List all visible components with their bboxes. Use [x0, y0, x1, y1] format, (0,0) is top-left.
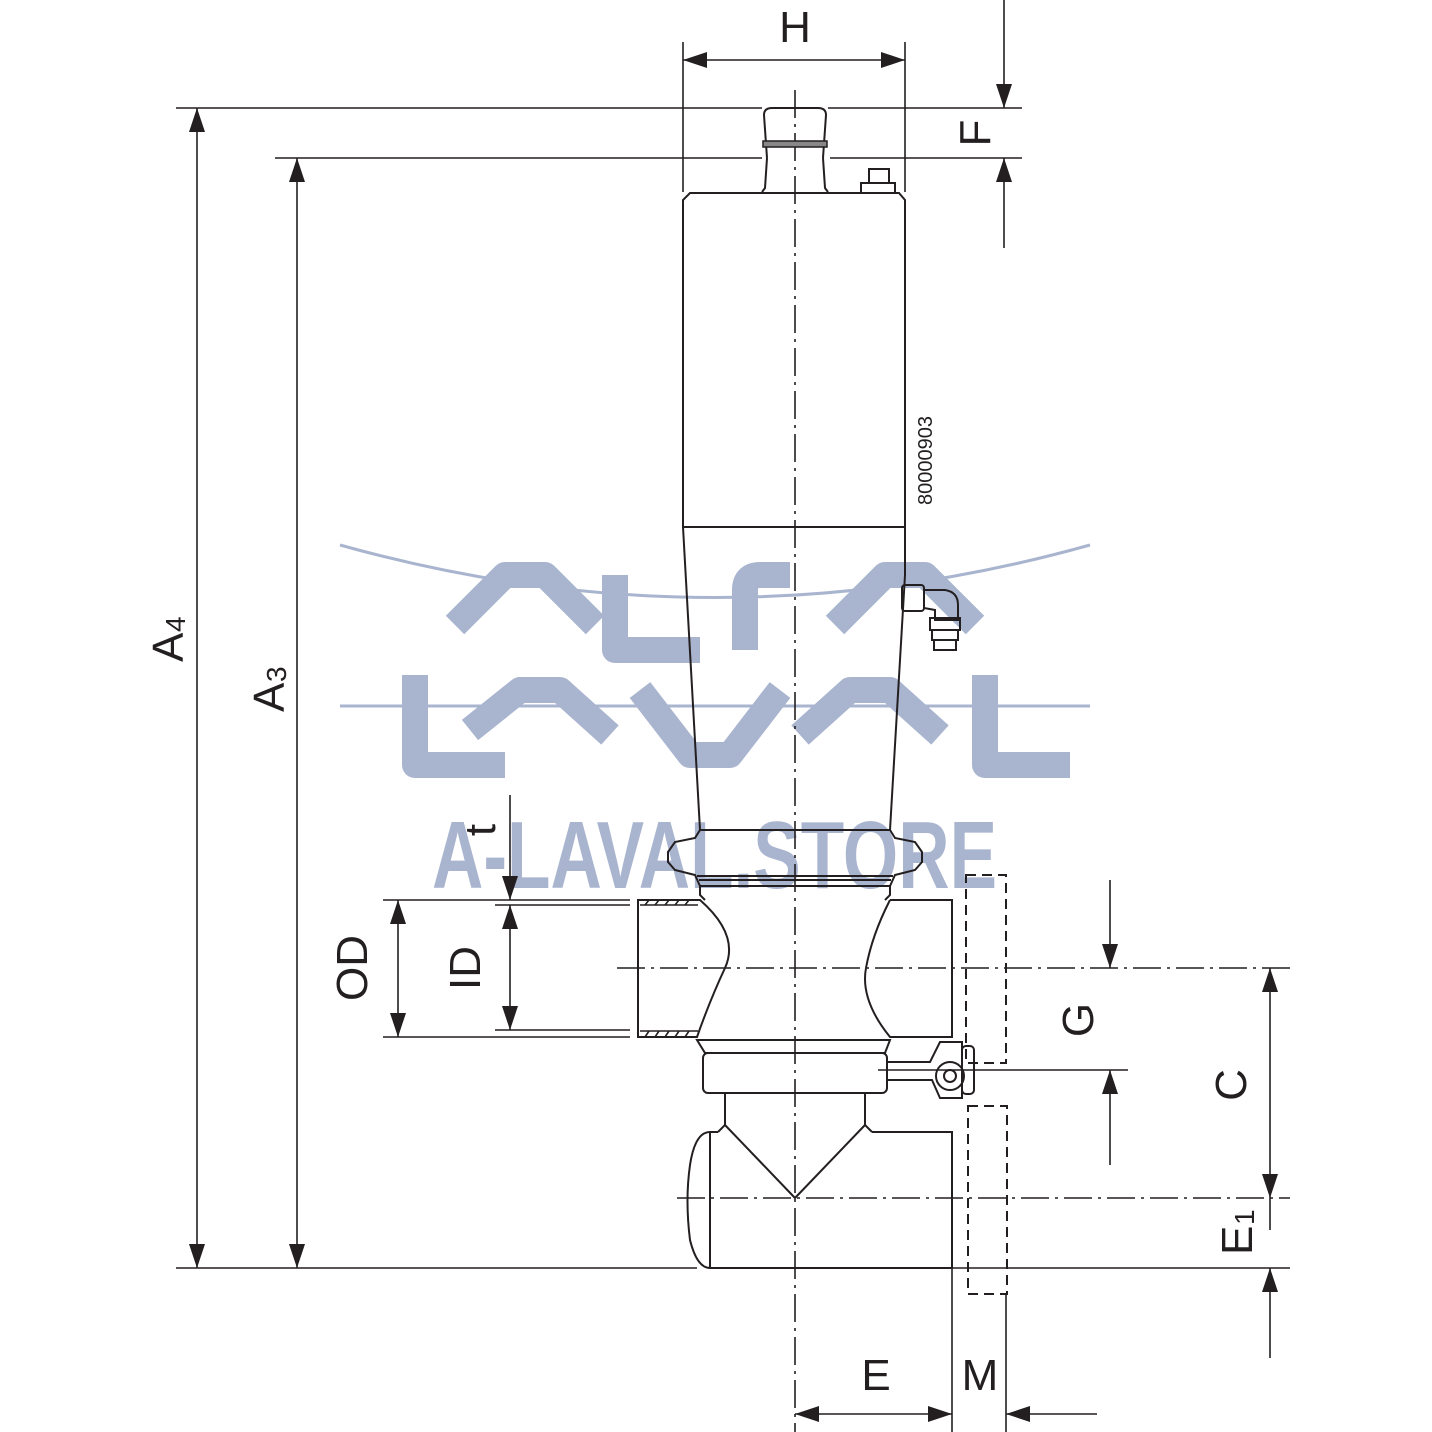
- dim-label-a4: A4: [144, 616, 193, 662]
- dim-label-a3: A3: [245, 666, 294, 712]
- actuator: [682, 107, 961, 831]
- dim-label-id: ID: [441, 946, 490, 990]
- upper-valve-body: [637, 899, 953, 1038]
- svg-text:A: A: [144, 632, 193, 662]
- svg-text:4: 4: [160, 616, 191, 632]
- dim-label-f: F: [951, 120, 1000, 147]
- dim-label-c: C: [1207, 1069, 1256, 1101]
- dimension-lines: [176, 0, 1290, 1432]
- dashed-outline-upper: [965, 874, 1007, 1064]
- svg-text:E: E: [1213, 1226, 1262, 1255]
- dim-label-e: E: [861, 1351, 890, 1400]
- dim-label-m: M: [962, 1351, 999, 1400]
- part-number: 80000903: [915, 416, 937, 505]
- dim-label-h: H: [779, 3, 811, 52]
- dim-label-t: t: [456, 824, 505, 836]
- watermark-logo: [339, 543, 1091, 778]
- dim-label-od: OD: [328, 935, 377, 1001]
- lower-clamp: [695, 1039, 975, 1099]
- dim-label-g: G: [1054, 1003, 1103, 1037]
- dashed-outline-lower: [967, 1105, 1008, 1295]
- watermark-store-text: A-LAVAL.STORE: [432, 802, 997, 909]
- centerlines: [617, 90, 1290, 1432]
- svg-text:A: A: [245, 682, 294, 712]
- dim-label-e1: E1: [1213, 1209, 1262, 1255]
- air-fitting: [901, 584, 961, 651]
- upper-clamp: [667, 829, 923, 901]
- svg-text:1: 1: [1229, 1209, 1260, 1225]
- svg-text:3: 3: [261, 666, 292, 682]
- lower-valve-body: [686, 1093, 953, 1269]
